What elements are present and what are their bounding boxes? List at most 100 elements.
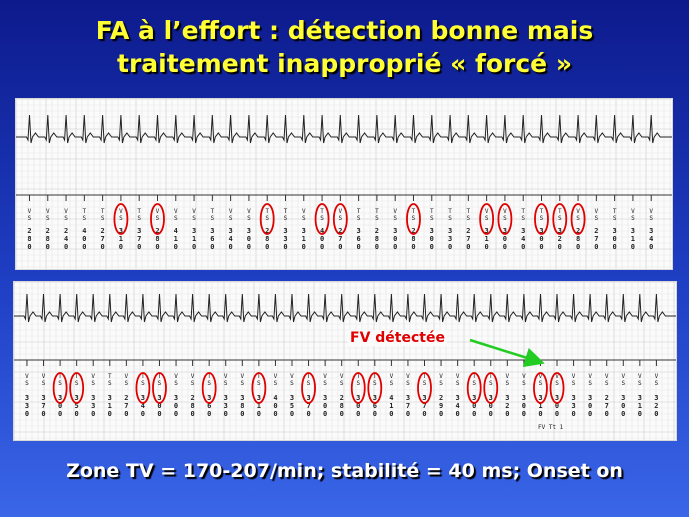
event-marker: TS	[307, 373, 311, 387]
interval-digit: 3	[538, 394, 542, 402]
interval-digit: 9	[439, 402, 443, 410]
event-marker: VS	[174, 208, 178, 222]
event-marker-char: V	[191, 373, 195, 380]
interval-digit: 1	[631, 235, 635, 243]
event-marker: VS	[224, 373, 228, 387]
interval-label: 360	[357, 227, 361, 251]
circled-marker	[350, 372, 366, 404]
interval-digit: 6	[207, 402, 211, 410]
event-marker-char: V	[156, 208, 160, 215]
interval-digit: 1	[192, 235, 196, 243]
event-marker-char: S	[240, 380, 244, 387]
interval-digit: 3	[422, 394, 426, 402]
interval-label: 300	[58, 394, 62, 418]
event-marker-char: V	[555, 373, 559, 380]
event-marker-char: T	[58, 373, 62, 380]
circled-marker	[570, 203, 586, 235]
event-marker-char: T	[211, 208, 215, 215]
interval-digit: 8	[340, 402, 344, 410]
event-marker-char: T	[467, 208, 471, 215]
interval-digit: 0	[485, 243, 489, 251]
interval-digit: 0	[306, 410, 310, 418]
interval-digit: 0	[555, 410, 559, 418]
interval-digit: 3	[654, 394, 658, 402]
circled-marker	[534, 203, 549, 235]
event-marker-char: T	[265, 208, 269, 215]
interval-digit: 3	[91, 402, 95, 410]
event-marker: VS	[25, 373, 29, 387]
interval-label: 380	[240, 394, 244, 418]
interval-digit: 0	[654, 410, 658, 418]
circled-marker	[135, 372, 151, 404]
circled-marker	[69, 372, 85, 404]
interval-digit: 1	[485, 235, 489, 243]
interval-digit: 4	[229, 235, 233, 243]
interval-digit: 0	[605, 410, 609, 418]
interval-label: 310	[638, 394, 642, 418]
interval-digit: 3	[555, 394, 559, 402]
event-marker: VS	[192, 208, 196, 222]
ecg-grid	[14, 282, 676, 440]
interval-digit: 3	[119, 227, 123, 235]
event-marker: TS	[373, 373, 377, 387]
interval-label: 270	[594, 227, 598, 251]
interval-digit: 3	[207, 394, 211, 402]
interval-digit: 3	[157, 394, 161, 402]
circled-marker	[152, 372, 167, 404]
interval-digit: 3	[290, 394, 294, 402]
event-marker-char: S	[137, 215, 141, 222]
event-marker: TS	[375, 208, 379, 222]
interval-digit: 5	[75, 402, 79, 410]
interval-label: 310	[485, 227, 489, 251]
interval-label: 310	[192, 227, 196, 251]
event-marker-char: S	[540, 215, 544, 222]
interval-label: 300	[621, 394, 625, 418]
interval-label: 400	[82, 227, 86, 251]
interval-label: 280	[411, 227, 415, 251]
event-marker: VS	[46, 208, 50, 222]
interval-label: 300	[489, 394, 493, 418]
event-marker: VS	[64, 208, 68, 222]
event-marker-char: S	[423, 380, 427, 387]
interval-label: 270	[124, 394, 128, 418]
interval-digit: 3	[229, 227, 233, 235]
interval-digit: 2	[46, 227, 50, 235]
event-marker: VS	[485, 208, 489, 222]
interval-label: 330	[571, 394, 575, 418]
circled-marker	[552, 203, 568, 235]
interval-digit: 3	[357, 227, 361, 235]
interval-label: 280	[27, 227, 31, 251]
interval-digit: 7	[124, 402, 128, 410]
event-marker-char: S	[257, 380, 261, 387]
interval-digit: 7	[466, 235, 470, 243]
interval-label: 320	[558, 227, 562, 251]
programming-parameters: Zone TV = 170-207/min; stabilité = 40 ms…	[66, 460, 623, 482]
event-marker-char: V	[174, 208, 178, 215]
interval-label: 280	[375, 227, 379, 251]
interval-label: 310	[119, 227, 123, 251]
interval-label: 280	[191, 394, 195, 418]
interval-label: 370	[406, 394, 410, 418]
circled-marker	[483, 372, 499, 404]
interval-label: 300	[503, 227, 507, 251]
interval-digit: 3	[192, 227, 196, 235]
interval-digit: 0	[439, 410, 443, 418]
event-marker: VS	[655, 373, 659, 387]
interval-digit: 3	[210, 227, 214, 235]
event-marker: VS	[174, 373, 178, 387]
fv-detected-label: FV détectée	[348, 330, 447, 346]
interval-label: 360	[210, 227, 214, 251]
interval-label: 360	[373, 394, 377, 418]
interval-label: 330	[448, 227, 452, 251]
interval-digit: 3	[489, 394, 493, 402]
interval-digit: 3	[503, 227, 507, 235]
event-marker: TS	[558, 208, 562, 222]
event-marker-char: S	[503, 215, 507, 222]
interval-digit: 3	[58, 394, 62, 402]
event-marker-char: V	[42, 373, 46, 380]
interval-digit: 0	[137, 243, 141, 251]
fv-marker-text: FV Tt 1	[538, 424, 564, 431]
interval-digit: 7	[594, 235, 598, 243]
interval-digit: 1	[638, 402, 642, 410]
